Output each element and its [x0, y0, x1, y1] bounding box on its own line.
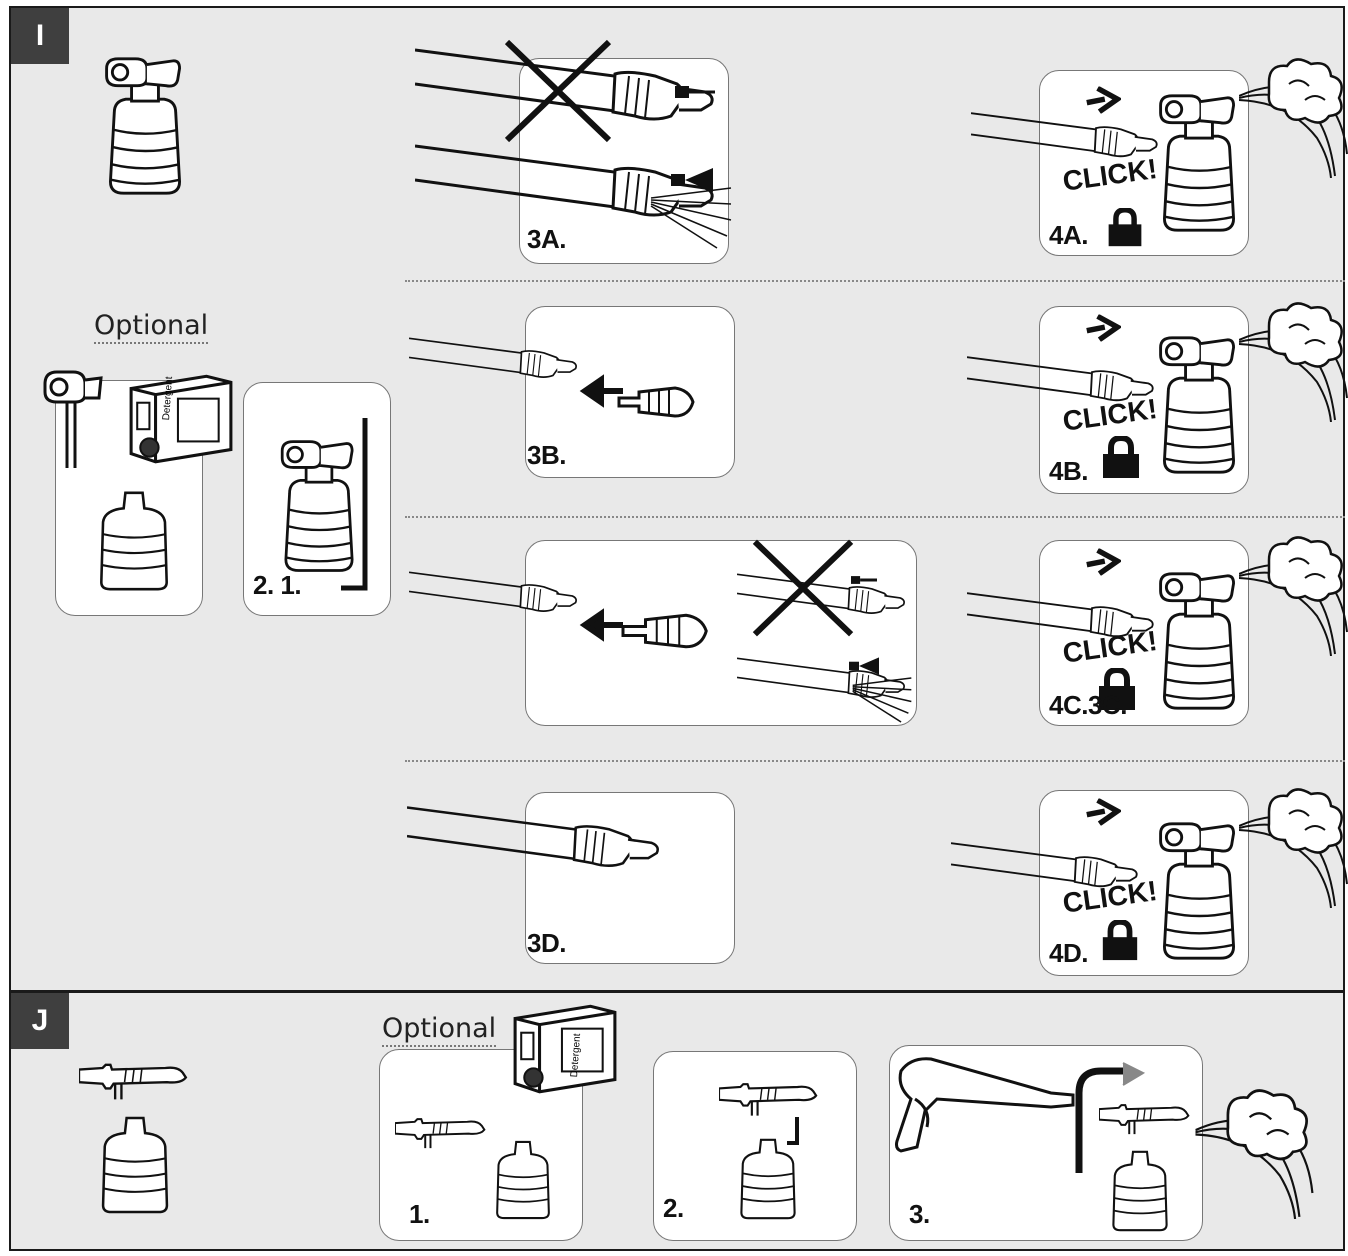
step-label-j1: 1. [409, 1199, 430, 1229]
arrow-right-icon [1085, 314, 1121, 342]
attach-arrow-icon [1071, 1063, 1151, 1173]
section-badge-j: J [11, 993, 69, 1049]
step-label-4d: 4D. [1049, 938, 1088, 968]
arrow-right-icon [1085, 798, 1121, 826]
bottle-body-icon [489, 1121, 557, 1239]
hose-nozzle-icon [409, 564, 589, 620]
spray-gun-icon [719, 1075, 819, 1119]
step-label-3d: 3D. [527, 928, 566, 958]
wide-spray-symbol-icon [849, 657, 879, 675]
arrow-right-icon [1085, 86, 1121, 114]
step-label-3b: 3B. [527, 440, 566, 470]
separator [405, 516, 1345, 518]
spray-foam-icon [1239, 302, 1348, 422]
spray-gun-icon [79, 1055, 189, 1103]
step-card-3b [525, 306, 735, 478]
separator [405, 280, 1345, 282]
optional-label: Optional [382, 1013, 497, 1047]
step-label-2: 2. 1. [253, 570, 302, 600]
detergent-box-icon [125, 372, 237, 464]
flat-jet-symbol-icon [851, 576, 877, 584]
step-label-4b: 4B. [1049, 456, 1088, 486]
step-label-j3: 3. [909, 1199, 930, 1229]
hose-nozzle-icon [407, 794, 677, 880]
foam-bottle-icon [1151, 84, 1247, 244]
spray-foam-icon [1239, 536, 1348, 656]
step-card-3d [525, 792, 735, 964]
spray-lines-icon [851, 678, 913, 722]
cross-out-icon [751, 538, 855, 638]
flat-jet-symbol-icon [675, 86, 715, 98]
spray-gun-icon [1099, 1097, 1191, 1137]
foam-bottle-icon [1151, 562, 1247, 722]
section-i: I Optional Detergent 2. 1. [9, 6, 1345, 992]
padlock-icon [1099, 436, 1143, 480]
cross-out-icon [503, 38, 613, 144]
bottle-body-icon [93, 1101, 177, 1229]
nozzle-head-icon [39, 368, 105, 468]
step-label-4a: 4A. [1049, 220, 1088, 250]
spray-foam-icon [1239, 58, 1348, 178]
spray-foam-icon [1195, 1089, 1315, 1219]
hose-nozzle-icon [409, 330, 589, 386]
nozzle-insert-icon [619, 382, 699, 422]
wide-spray-symbol-icon [671, 168, 713, 192]
bottle-body-icon [91, 488, 177, 594]
spray-gun-handle-icon [891, 1051, 1081, 1161]
padlock-icon [1099, 920, 1141, 962]
separator [405, 760, 1345, 762]
nozzle-insert-icon [623, 608, 713, 654]
detergent-box-icon [509, 1001, 621, 1095]
padlock-icon [1105, 208, 1145, 248]
spray-gun-icon [395, 1097, 487, 1165]
foam-bottle-icon [97, 52, 193, 202]
foam-bottle-icon [1151, 326, 1247, 486]
section-j: J Optional Detergent 1. 2. [9, 991, 1345, 1251]
bracket-icon [787, 1117, 801, 1147]
step-label-4c: 4C.3C. [1049, 690, 1127, 720]
step-label-3a: 3A. [527, 224, 566, 254]
spray-lines-icon [651, 188, 731, 248]
arrow-right-icon [1085, 548, 1121, 576]
spray-foam-icon [1239, 788, 1348, 908]
step-label-j2: 2. [663, 1193, 684, 1223]
insert-arrow-icon [583, 378, 623, 404]
section-badge-i: I [11, 8, 69, 64]
bottle-body-icon [1105, 1139, 1175, 1243]
bracket-icon [341, 418, 371, 598]
insert-arrow-icon [583, 612, 623, 638]
foam-bottle-icon [1151, 812, 1247, 972]
optional-label: Optional [94, 310, 209, 344]
